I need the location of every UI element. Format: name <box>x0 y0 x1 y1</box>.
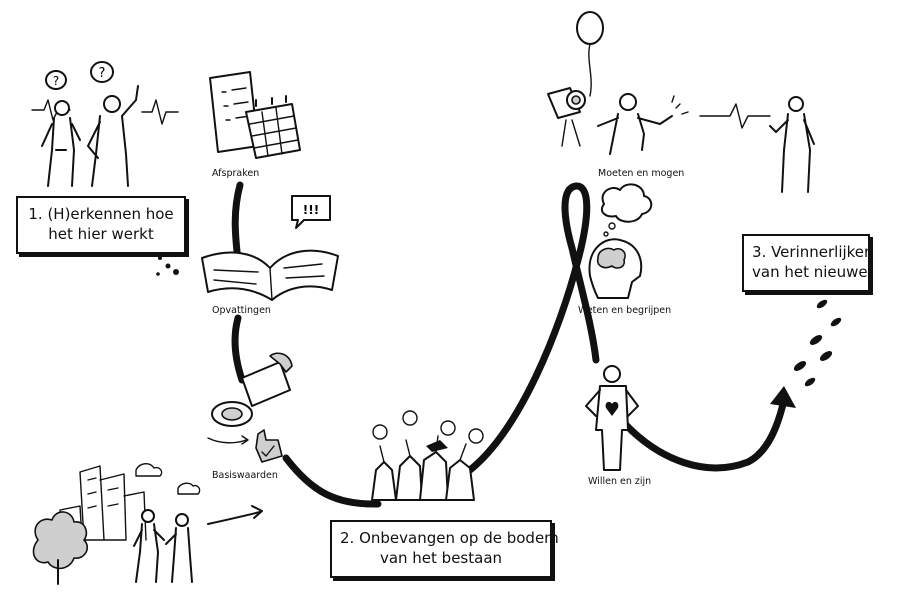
svg-text:?: ? <box>53 74 59 88</box>
label-weten-en-begrijpen: Weten en begrijpen <box>578 305 672 316</box>
person-heart <box>585 365 639 471</box>
label-moeten-en-mogen: Moeten en mogen <box>598 168 685 179</box>
thought-cloud-icon <box>600 183 653 237</box>
calendar-icon <box>245 95 301 159</box>
heartbeat-line-icon <box>699 103 771 129</box>
people-talking-illustration <box>133 509 193 583</box>
heart-icon <box>605 401 619 416</box>
stage-1-line-2: het hier werkt <box>48 225 154 243</box>
stage-3-box: 3. Verinnerlijken van het nieuwe <box>742 234 874 292</box>
stage-3-line-2: van het nieuwe <box>752 263 868 281</box>
thought-icon <box>440 420 456 436</box>
person-confused <box>41 100 81 187</box>
camera-icon <box>547 87 586 147</box>
thumbs-up-icon <box>255 429 283 463</box>
thought-icon <box>372 424 388 440</box>
cloud-icon <box>135 463 163 477</box>
stage-3-line-1: 3. Verinnerlijken <box>752 243 874 261</box>
stage-1-box: 1. (H)erkennen hoe het hier werkt <box>16 196 186 254</box>
wrench-icon <box>207 352 293 445</box>
open-book-icon <box>201 249 339 301</box>
svg-text:!!!: !!! <box>303 203 319 217</box>
graduation-cap-icon <box>426 440 448 452</box>
person-standing <box>769 96 815 193</box>
path-arrow-head-icon <box>770 386 796 408</box>
speech-bubble-icon: !!! <box>291 195 331 229</box>
cloud-icon <box>177 482 201 495</box>
stage-2-box: 2. Onbevangen op de bodem van het bestaa… <box>330 520 559 578</box>
stage-2-line-1: 2. Onbevangen op de bodem <box>340 529 559 547</box>
stage-1-line-1: 1. (H)erkennen hoe <box>28 205 174 223</box>
label-afspraken: Afspraken <box>212 168 260 179</box>
footprints-icon <box>793 281 842 387</box>
svg-text:?: ? <box>99 66 106 81</box>
checklist-icon <box>209 71 259 153</box>
label-opvattingen: Opvattingen <box>212 305 271 316</box>
balloon-icon <box>576 11 604 97</box>
tree-icon <box>32 511 89 585</box>
question-bubble-icon: ? <box>45 70 67 90</box>
stage-2-line-2: van het bestaan <box>379 549 503 567</box>
thought-icon <box>402 410 418 426</box>
crowd-illustration <box>371 410 484 501</box>
journey-path <box>231 181 796 508</box>
person-thumbs-up <box>597 93 689 155</box>
brain-head-icon <box>588 238 643 299</box>
thought-icon <box>468 428 484 444</box>
label-basiswaarden: Basiswaarden <box>212 470 278 481</box>
arrow-icon <box>207 505 263 525</box>
question-bubble-icon: ? <box>90 61 114 83</box>
label-willen-en-zijn: Willen en zijn <box>588 476 652 487</box>
person-pointing-up <box>87 85 139 187</box>
heartbeat-line-icon <box>141 99 179 125</box>
